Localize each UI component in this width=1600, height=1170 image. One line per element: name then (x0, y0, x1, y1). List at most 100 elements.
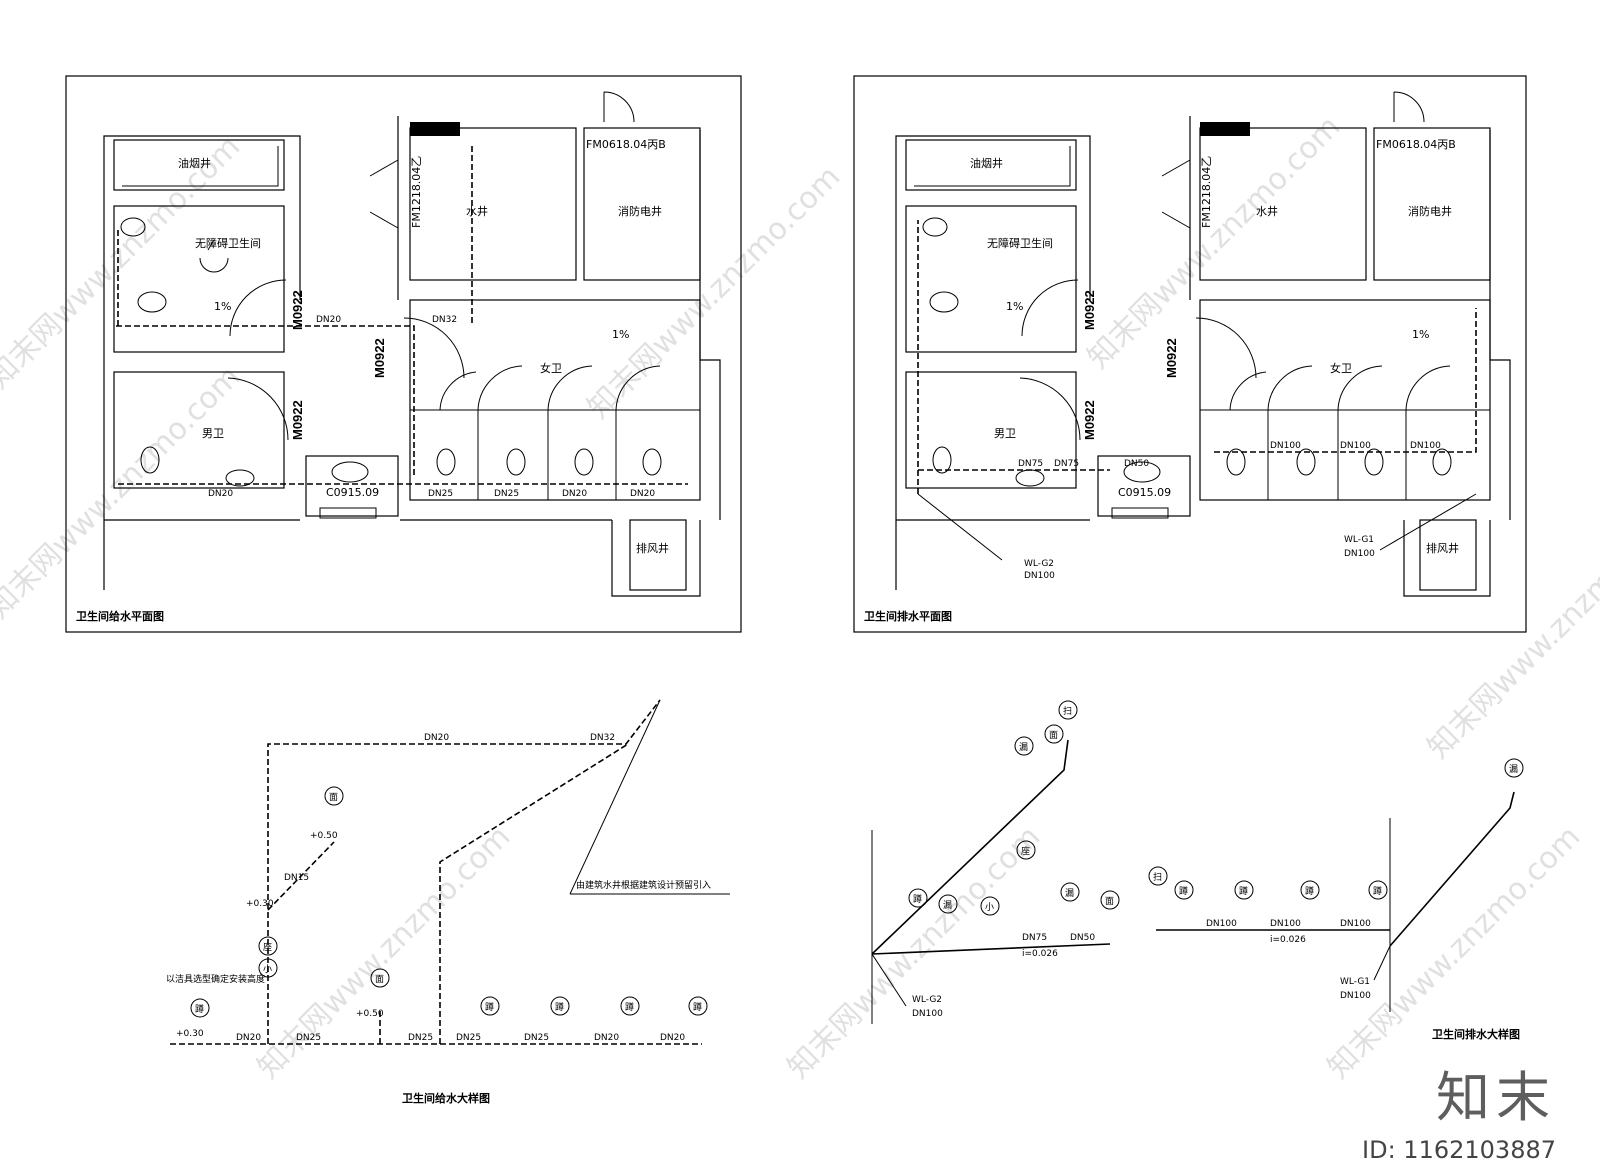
room-label: 消防电井 (1408, 204, 1452, 218)
svg-text:蹲: 蹲 (1305, 885, 1314, 897)
watermark-layer: 知末网www.znzmo.com 知末网www.znzmo.com 知末网www… (0, 109, 1600, 1085)
pipe-size: DN75 (1018, 459, 1043, 469)
smoke-shaft (113, 139, 285, 191)
door-label: M0922 (1082, 290, 1097, 330)
fixture-tag: 座 (1016, 840, 1036, 860)
slope-label: i=0.026 (1270, 935, 1306, 945)
pipe-size: DN25 (296, 1033, 321, 1043)
svg-text:蹲: 蹲 (693, 1001, 702, 1013)
fixture-tag: 蹲 (190, 998, 210, 1018)
svg-text:漏: 漏 (1019, 741, 1028, 753)
squat-toilet (1226, 448, 1246, 476)
supply-plan: 油烟井 无障碍卫生间 1% M0922 男卫 M0922 M0922 水井 FM… (65, 75, 742, 633)
squat-toilet (932, 446, 952, 474)
room-label: 排风井 (1426, 541, 1459, 555)
svg-text:漏: 漏 (1065, 887, 1074, 899)
supply-riser (267, 699, 661, 1044)
door-swing (603, 91, 635, 123)
fixture-tag: 漏 (1014, 736, 1034, 756)
svg-text:面: 面 (1049, 730, 1058, 741)
watermark-text: 知末网www.znzmo.com (581, 159, 847, 425)
drawing-title: 卫生间排水平面图 (864, 609, 952, 623)
washbasin (120, 217, 146, 237)
shaft-line (122, 146, 279, 187)
leader-line (871, 953, 907, 1007)
elevation: +0.30 (246, 899, 274, 909)
supply-detail: 由建筑水井根据建筑设计预留引入 以洁具选型确定安装高度 DN20 DN32 DN… (166, 699, 730, 1105)
fixture-tag: 蹲 (1234, 880, 1254, 900)
fixture-tag: 小 (258, 958, 278, 978)
door-swing (1161, 159, 1191, 229)
squat-toilet (1432, 448, 1452, 476)
window-label: C0915.09 (1118, 486, 1171, 499)
door-swing (1019, 377, 1081, 441)
svg-text:蹲: 蹲 (195, 1003, 204, 1015)
supply-pipe (116, 325, 415, 478)
svg-text:面: 面 (329, 792, 338, 803)
supply-riser (439, 743, 629, 1044)
fixture-tag: 扫 (1148, 866, 1168, 886)
hatch (1200, 122, 1250, 136)
pipe-size: DN20 (208, 489, 233, 499)
pipe-size: DN20 (236, 1033, 261, 1043)
wall (1403, 520, 1491, 597)
washbasin (922, 217, 948, 237)
room-label: 水井 (466, 204, 488, 218)
fixture-tag: 面 (370, 968, 390, 988)
slope-label: 1% (1006, 300, 1023, 313)
room-label: 无障碍卫生间 (195, 236, 261, 250)
supply-branch (267, 841, 335, 911)
pipe-id: WL-G1 (1340, 977, 1370, 987)
shaft-line (914, 146, 1071, 187)
exhaust-shaft (1419, 519, 1477, 591)
door-swing (1021, 279, 1079, 337)
door-swing (1195, 317, 1257, 379)
fixture-tag: 蹲 (620, 996, 640, 1016)
frame (853, 75, 1527, 633)
pipe-size: DN20 (424, 733, 449, 743)
squat-toilet (1296, 448, 1316, 476)
room-label: 水井 (1256, 204, 1278, 218)
note: 以洁具选型确定安装高度 (166, 973, 265, 985)
note: 由建筑水井根据建筑设计预留引入 (576, 879, 711, 891)
pipe-id: WL-G2 (1024, 559, 1054, 569)
drawing-title: 卫生间给水平面图 (76, 609, 164, 623)
toilet (929, 291, 959, 313)
fixture-tag: 蹲 (688, 996, 708, 1016)
pipe-size: DN100 (912, 1009, 943, 1019)
fixture-tag: 漏 (938, 894, 958, 914)
slope-label: 1% (612, 328, 629, 341)
pipe-size: DN20 (316, 315, 341, 325)
pipe-size: DN100 (1024, 571, 1055, 581)
pipe-size: DN100 (1340, 441, 1371, 451)
leader-line (917, 493, 1003, 561)
fixture-tag: 漏 (1504, 758, 1524, 778)
svg-text:小: 小 (263, 964, 272, 975)
fixture-tag: 蹲 (480, 996, 500, 1016)
fixture-tag: 面 (324, 786, 344, 806)
accessible-sign (199, 239, 229, 273)
wall (895, 135, 1091, 590)
room-label: 排风井 (636, 541, 669, 555)
elevation: +0.30 (176, 1029, 204, 1039)
squat-toilet (506, 448, 526, 476)
room-label: 无障碍卫生间 (987, 236, 1053, 250)
door-label: M0922 (290, 290, 305, 330)
drain-pipe (1389, 791, 1515, 947)
fixture-tag: 蹲 (1368, 880, 1388, 900)
door-swing (1393, 91, 1425, 123)
door-label: M0922 (1082, 400, 1097, 440)
pipe-size: DN100 (1340, 991, 1371, 1001)
elevation: +0.50 (356, 1009, 384, 1019)
pipe-size: DN15 (284, 873, 309, 883)
slope-label: 1% (1412, 328, 1429, 341)
urinal (225, 469, 255, 487)
watermark-text: 知末网www.znzmo.com (251, 819, 517, 1085)
pipe-size: DN20 (630, 489, 655, 499)
door-label: FM0618.04丙B (586, 138, 666, 151)
svg-text:小: 小 (985, 902, 994, 913)
door-label: FM1218.04乙 (410, 156, 423, 228)
wall (1489, 130, 1511, 520)
fixture-tag: 漏 (1060, 882, 1080, 902)
